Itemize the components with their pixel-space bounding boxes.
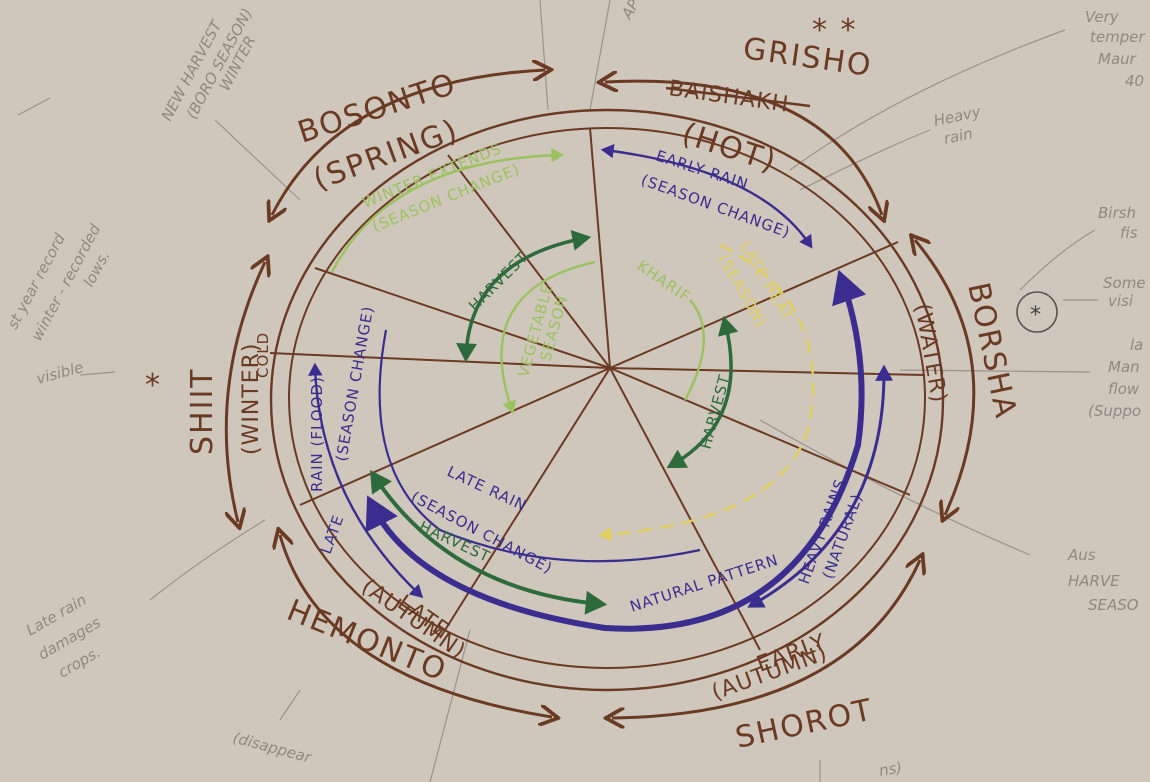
star-mark-left: *	[145, 368, 162, 403]
note-la-1: la	[1130, 336, 1143, 354]
label-rain-flood: RAIN (FLOOD)	[308, 376, 326, 492]
season-shiit-label: (WINTER)	[239, 343, 264, 456]
note-aus-1: Aus	[1067, 546, 1096, 564]
star-marks: * *	[812, 13, 858, 48]
note-very-temp-2: temper	[1090, 28, 1145, 46]
strike-through-line	[665, 86, 811, 108]
note-la-3: flow	[1108, 380, 1140, 398]
note-birsh-1: Birsh	[1098, 204, 1136, 222]
blue-arcs	[308, 143, 894, 632]
circled-star-mark	[1016, 291, 1058, 333]
note-la-4: (Suppo	[1088, 402, 1141, 420]
note-circled-star: *	[1030, 303, 1041, 328]
note-aus-2: HARVE	[1068, 572, 1120, 590]
note-very-temp-4: 40	[1125, 72, 1144, 90]
note-la-2: Man	[1108, 358, 1140, 376]
note-heavy-rain-2: rain	[942, 124, 974, 148]
note-aus-3: SEASO	[1088, 596, 1139, 614]
note-some-2: visi	[1108, 292, 1134, 310]
note-very-temp-1: Very	[1085, 8, 1120, 26]
season-arrows	[226, 70, 976, 718]
season-shiit: SHIIT	[185, 367, 220, 455]
note-some-1: Some	[1103, 274, 1146, 292]
season-shiit-sub: COLD	[254, 332, 272, 378]
note-bottom-ns: ns)	[878, 758, 904, 780]
note-very-temp-3: Maur	[1098, 50, 1137, 68]
note-birsh-2: fis	[1120, 224, 1138, 242]
